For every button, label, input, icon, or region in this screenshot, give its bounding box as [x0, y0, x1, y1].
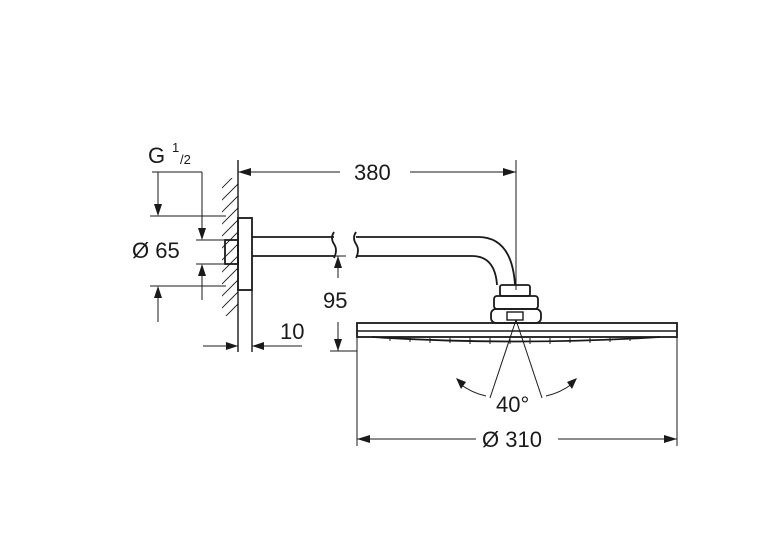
flange-diameter-dimension [196, 222, 224, 300]
shower-head [356, 322, 678, 344]
thread-dimension [150, 171, 226, 322]
drop-height-dimension [330, 255, 357, 352]
head-diameter-label: Ø 310 [482, 427, 542, 452]
wall-offset-label: 10 [280, 319, 304, 344]
thread-fraction-denominator: /2 [180, 152, 191, 167]
wall-offset-dimension [203, 342, 302, 350]
wall-flange [237, 217, 253, 291]
inlet-connector [224, 239, 239, 265]
arm-length-label: 380 [354, 160, 391, 185]
head-diameter-dimension [356, 337, 678, 446]
drop-height-label: 95 [323, 288, 347, 313]
thread-label: G [148, 143, 165, 168]
arm-length-dimension [238, 160, 517, 290]
wall-hatching [222, 178, 238, 316]
shower-arm [252, 231, 516, 286]
thread-fraction-numerator: 1 [172, 140, 179, 155]
spray-nozzles [389, 338, 631, 344]
swivel-joint [490, 284, 542, 324]
spray-angle-label: 40° [496, 392, 529, 417]
spray-angle-dimension [456, 319, 577, 399]
flange-diameter-label: Ø 65 [132, 238, 180, 263]
